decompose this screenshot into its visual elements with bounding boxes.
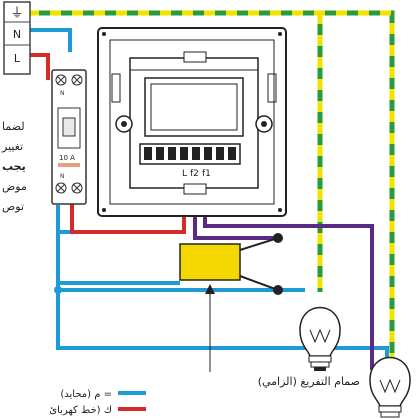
valve-label: صمام التفريغ (الزامي) <box>258 375 360 388</box>
live-terminal-label: L <box>14 52 21 65</box>
discharge-valve <box>179 233 283 372</box>
legend-live-label: ك (خط كهربائ <box>49 405 112 416</box>
breaker-bottom-screws <box>55 182 83 194</box>
lamp-icon <box>369 356 411 418</box>
terminal-label-l: L <box>182 169 187 179</box>
valve-body <box>179 243 241 281</box>
thermostat-display <box>144 77 244 137</box>
breaker-top-n-label: N <box>60 90 65 97</box>
neutral-junction <box>54 286 62 294</box>
earth-wire <box>28 10 395 388</box>
terminal-label-f1: f1 <box>202 169 211 179</box>
thermostat-unit: L f2 f1 <box>97 27 287 217</box>
side-note-line-3: يجب <box>2 160 26 173</box>
side-note-line-4: موض <box>2 180 27 193</box>
terminal-label-f2: f2 <box>190 169 199 179</box>
side-note-line-5: توص <box>2 200 24 213</box>
terminal-block: ⏚ N L <box>3 1 31 75</box>
side-note-line-1: لضما <box>2 120 25 133</box>
thermostat-terminal-strip <box>139 143 241 165</box>
side-note-line-2: تغيير <box>1 140 23 153</box>
side-note: لضما تغيير يجب موض توص <box>1 120 27 213</box>
circuit-breaker: N 10 A N <box>51 69 87 205</box>
earth-terminal-icon: ⏚ <box>10 6 23 21</box>
lamp-icon <box>299 306 341 371</box>
breaker-rating-label: 10 A <box>59 154 75 162</box>
neutral-terminal-label: N <box>13 28 21 41</box>
breaker-top-screws <box>55 74 83 86</box>
breaker-bottom-n-label: N <box>60 173 65 180</box>
legend-neutral-label: م (محايد) = <box>60 389 112 400</box>
legend: م (محايد) = ك (خط كهربائ <box>49 389 146 416</box>
